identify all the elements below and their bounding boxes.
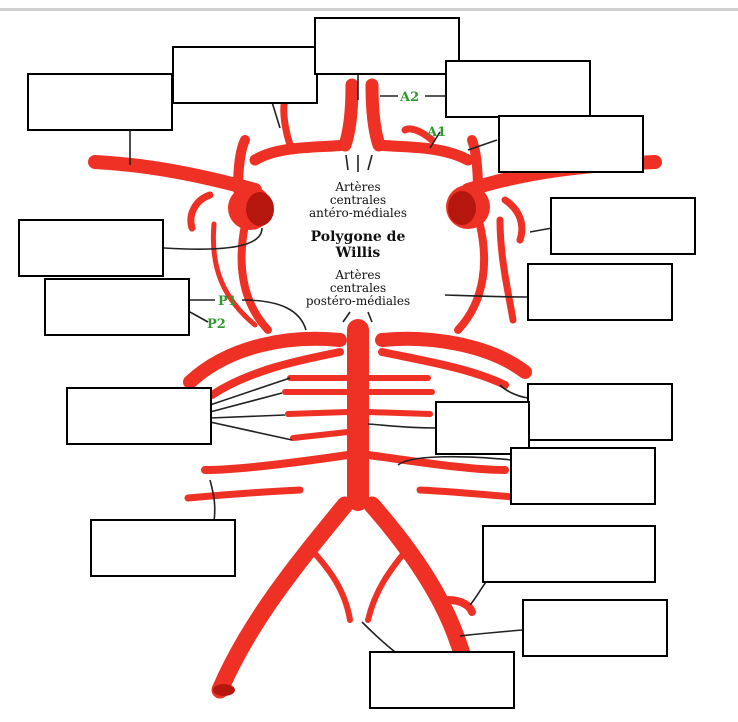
right-a1: [373, 139, 474, 166]
right-upper-hook: [467, 135, 483, 195]
right-lower-hook: [501, 196, 526, 244]
left-carotid-inner: [246, 192, 274, 226]
left-anterior-cerebral-a2: [338, 78, 359, 152]
left-anterior-choroidal: [210, 221, 258, 328]
blank-label-box-11[interactable]: [527, 383, 673, 441]
left-superior-cerebellar: [208, 348, 344, 399]
pontine-left-4: [290, 429, 351, 441]
antero-medial-line-1: Artères: [334, 180, 380, 194]
blank-label-box-16[interactable]: [522, 599, 668, 657]
anterior-spinal-right: [365, 545, 411, 623]
left-upper-hook: [233, 135, 250, 195]
left-middle-cerebral: [88, 155, 262, 197]
antero-medial-line-2: centrales: [330, 193, 386, 207]
blank-label-box-7[interactable]: [18, 219, 164, 277]
blank-label-box-4[interactable]: [445, 60, 591, 118]
blank-label-box-15[interactable]: [482, 525, 656, 583]
left-lower-hook: [187, 191, 214, 232]
left-a1: [249, 139, 351, 166]
top-divider: [0, 0, 738, 11]
blank-label-box-5[interactable]: [498, 115, 644, 173]
left-frontal-branch: [280, 96, 294, 149]
blank-label-box-9[interactable]: [44, 278, 190, 336]
left-pica: [184, 486, 304, 502]
left-aica: [201, 451, 352, 474]
arteries: [88, 78, 662, 699]
right-carotid-inner: [448, 191, 476, 225]
left-vertebral: [211, 496, 354, 699]
right-anterior-choroidal: [496, 216, 517, 324]
internal-carotid-openings: [213, 185, 490, 696]
label-a1: A1: [426, 125, 446, 140]
anterior-spinal-left: [307, 545, 353, 623]
postero-medial-line-3: postéro-médiales: [306, 294, 410, 308]
left-posterior-cerebral: [183, 331, 347, 389]
left-posterior-communicating: [237, 221, 272, 334]
right-frontal-branch: [401, 125, 436, 144]
right-posterior-communicating: [454, 221, 488, 334]
postero-medial-line-1: Artères: [334, 268, 380, 282]
right-vertebral-side-branch: [444, 596, 476, 616]
polygone-title-line-2: Willis: [335, 245, 381, 261]
blank-label-box-12[interactable]: [435, 401, 530, 455]
blank-label-box-17[interactable]: [369, 651, 515, 709]
right-anterior-cerebral-a2: [365, 78, 386, 152]
label-p2: P2: [207, 317, 226, 332]
blank-label-box-13[interactable]: [510, 447, 656, 505]
pontine-left-3: [285, 409, 351, 417]
right-posterior-cerebral: [375, 331, 532, 379]
blank-label-box-1[interactable]: [27, 73, 173, 131]
right-superior-cerebellar: [378, 348, 509, 389]
left-vertebral-end: [213, 684, 235, 696]
postero-medial-line-2: centrales: [330, 281, 386, 295]
blank-label-box-3[interactable]: [314, 17, 460, 75]
blank-label-box-10[interactable]: [66, 387, 212, 445]
label-a2: A2: [399, 90, 419, 105]
label-p1: P1: [218, 294, 237, 309]
blank-label-box-14[interactable]: [90, 519, 236, 577]
polygone-title-line-1: Polygone de: [311, 229, 406, 245]
blank-label-box-8[interactable]: [527, 263, 673, 321]
pontine-right-3: [365, 409, 433, 417]
antero-medial-line-3: antéro-médiales: [309, 206, 407, 220]
blank-label-box-6[interactable]: [550, 197, 696, 255]
right-aica: [364, 451, 509, 474]
blank-label-box-2[interactable]: [172, 46, 318, 104]
